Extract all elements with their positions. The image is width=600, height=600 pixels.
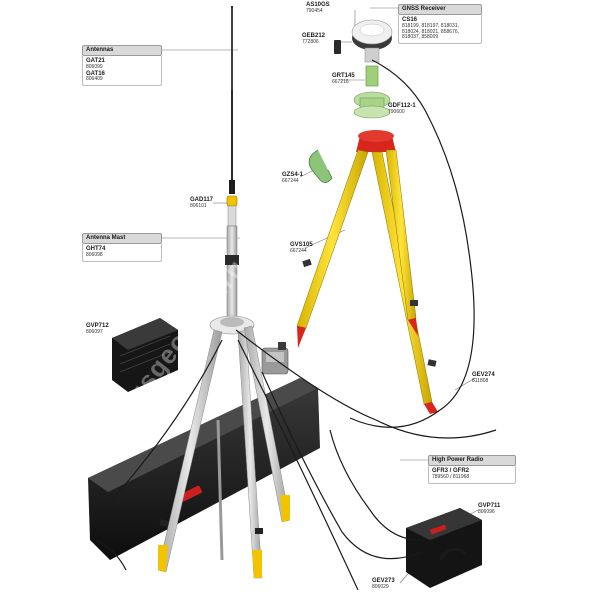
label-as10gs: AS10GS 790454 xyxy=(306,2,330,14)
antenna-code-2: GAT16 xyxy=(86,70,105,77)
label-gdf112-code: GDF112-1 xyxy=(388,103,416,109)
antenna-callout: Antennas GAT21 806099 GAT16 806409 xyxy=(82,45,162,87)
cables xyxy=(95,59,497,591)
label-gzs4: GZS4-1 667244 xyxy=(282,172,303,184)
antenna-mast-num: 806098 xyxy=(86,251,103,258)
high-power-radio-num: 789560 / 811968 xyxy=(432,473,470,480)
label-gvp712-code: GVP712 xyxy=(86,323,109,329)
gnss-receiver-code: CS16 xyxy=(402,16,418,23)
label-grt145-num: 667216 xyxy=(332,78,349,85)
label-gdf112-num: 790600 xyxy=(388,108,405,115)
label-gev273: GEV273 806029 xyxy=(372,578,395,590)
gnss-receiver-callout: GNSS Receiver CS16 818199, 818197, 81803… xyxy=(398,4,482,45)
label-grt145-code: GRT145 xyxy=(332,73,355,79)
gnss-receiver-num-1: 818199, 818197, 818031, xyxy=(402,22,459,29)
bracket-clamp xyxy=(308,149,333,183)
label-as10gs-code: AS10GS xyxy=(306,2,330,8)
label-gev273-code: GEV273 xyxy=(372,578,395,584)
label-gvs105-num: 667244 xyxy=(290,247,307,254)
whip-antenna xyxy=(226,6,238,227)
label-gev274-num: 811808 xyxy=(472,377,489,384)
label-as10gs-num: 790454 xyxy=(306,7,323,14)
label-gev274: GEV274 811808 xyxy=(472,372,495,384)
label-gdf112: GDF112-1 790600 xyxy=(388,103,416,115)
antenna-num-2: 806409 xyxy=(86,76,103,83)
gnss-receiver xyxy=(351,19,393,63)
antenna-callout-heading: Antennas xyxy=(82,45,162,56)
label-gvp712: GVP712 806097 xyxy=(86,323,109,335)
high-power-radio-heading: High Power Radio xyxy=(428,455,516,466)
label-gev274-code: GEV274 xyxy=(472,372,495,378)
label-geb212: GEB212 772806 xyxy=(302,33,325,45)
label-gad117: GAD117 806101 xyxy=(190,197,213,209)
label-geb212-code: GEB212 xyxy=(302,33,326,39)
gnss-receiver-num-2: 818024, 818021, 858676, xyxy=(402,28,459,35)
label-gvp711-code: GVP711 xyxy=(478,503,501,509)
high-power-radio-code: GFR3 / GFR2 xyxy=(432,467,470,474)
label-gvs105-code: GVS105 xyxy=(290,242,313,248)
gnss-receiver-num-3: 818037, 858009 xyxy=(402,34,439,41)
label-gev273-num: 806029 xyxy=(372,583,389,590)
antenna-mast-code: GHT74 xyxy=(86,245,106,252)
mast-radio-unit xyxy=(261,342,289,375)
label-gvp712-num: 806097 xyxy=(86,328,103,335)
gvp712-case xyxy=(112,318,178,392)
label-gzs4-num: 667244 xyxy=(282,177,299,184)
label-gzs4-code: GZS4-1 xyxy=(282,172,304,178)
label-gad117-code: GAD117 xyxy=(190,197,214,203)
label-gvp711-num: 806096 xyxy=(478,508,495,515)
antenna-mast-callout-heading: Antenna Mast xyxy=(82,233,162,244)
antenna-mast-tripod xyxy=(157,225,291,579)
antenna-code-1: GAT21 xyxy=(86,57,105,64)
antenna-mast-callout: Antenna Mast GHT74 806098 xyxy=(82,233,162,262)
survey-tripod xyxy=(296,130,438,414)
label-grt145: GRT145 667216 xyxy=(332,73,355,85)
label-geb212-num: 772806 xyxy=(302,38,319,45)
label-gvp711: GVP711 806096 xyxy=(478,503,500,515)
high-power-radio-callout: High Power Radio GFR3 / GFR2 789560 / 81… xyxy=(428,455,516,484)
antenna-num-1: 806099 xyxy=(86,63,103,70)
label-gvs105: GVS105 667244 xyxy=(290,242,313,254)
label-gad117-num: 806101 xyxy=(190,202,207,209)
tribrach-adapter xyxy=(353,65,391,119)
gnss-receiver-callout-heading: GNSS Receiver xyxy=(398,4,482,15)
battery-pack xyxy=(334,40,341,54)
gvp711-radio-box xyxy=(406,508,482,588)
